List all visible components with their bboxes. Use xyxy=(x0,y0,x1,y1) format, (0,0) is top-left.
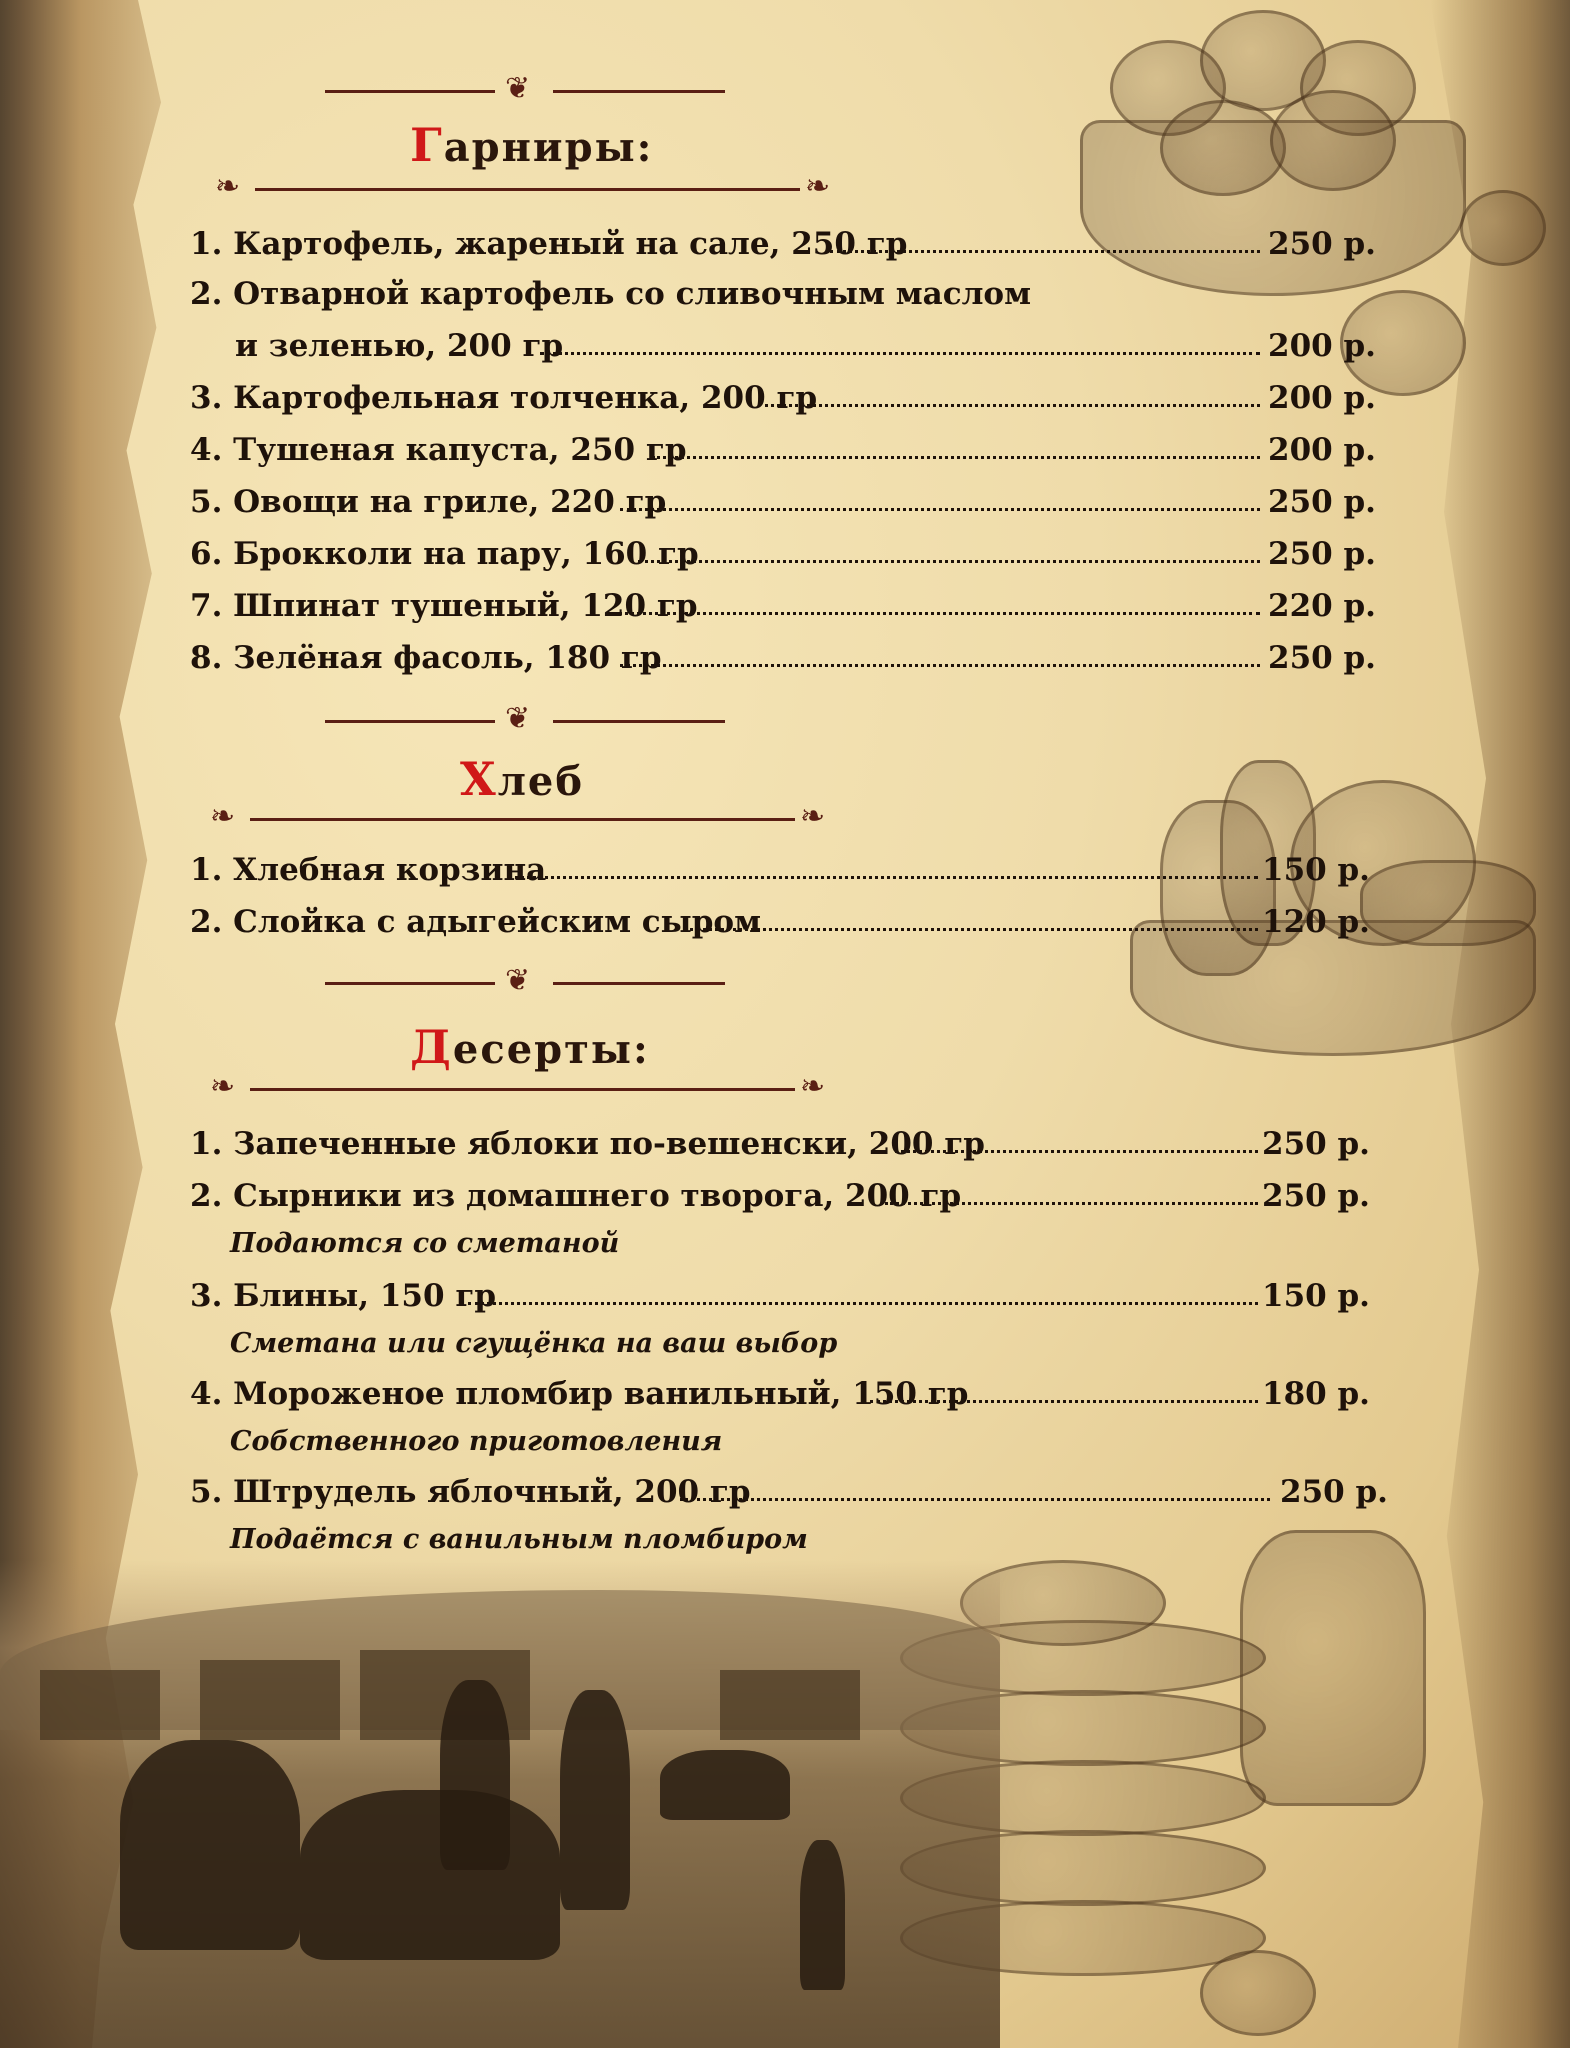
section-title-desserts: Десерты: xyxy=(410,1020,650,1074)
menu-item: 5. Штрудель яблочный, 200 гр 250 р. xyxy=(190,1468,1388,1516)
fleur-ornament-icon: ❧ xyxy=(800,1069,826,1104)
menu-item: 8. Зелёная фасоль, 180 гр 250 р. xyxy=(190,634,1376,682)
menu-item: 2. Отварной картофель со сливочным масло… xyxy=(190,276,1032,312)
fleur-ornament-icon: ❦ xyxy=(505,963,531,998)
menu-item: 2. Сырники из домашнего творога, 200 гр … xyxy=(190,1172,1370,1220)
menu-item: 1. Хлебная корзина 150 р. xyxy=(190,846,1370,894)
menu-item: 3. Картофельная толченка, 200 гр 200 р. xyxy=(190,374,1376,422)
menu-item: 4. Тушеная капуста, 250 гр 200 р. xyxy=(190,426,1376,474)
village-market-photo xyxy=(0,1560,1000,2048)
fleur-ornament-icon: ❦ xyxy=(505,71,531,106)
fleur-ornament-icon: ❧ xyxy=(210,1069,236,1104)
fleur-ornament-icon: ❧ xyxy=(800,799,826,834)
menu-item: и зеленью, 200 гр 200 р. xyxy=(235,322,1376,370)
bread-top-divider: ❦ xyxy=(325,700,725,740)
fleur-ornament-icon: ❧ xyxy=(805,169,831,204)
menu-item: 2. Слойка с адыгейским сыром 120 р. xyxy=(190,898,1370,946)
menu-item: 7. Шпинат тушеный, 120 гр 220 р. xyxy=(190,582,1376,630)
desserts-top-divider: ❦ xyxy=(325,962,725,1002)
menu-item: 4. Мороженое пломбир ванильный, 150 гр 1… xyxy=(190,1370,1370,1418)
top-ornament-divider: ❦ xyxy=(325,70,725,110)
menu-item-note: Собственного приготовления xyxy=(230,1426,723,1457)
fleur-ornament-icon: ❧ xyxy=(210,799,236,834)
section-title-bread: Хлеб xyxy=(460,752,585,806)
menu-item: 6. Брокколи на пару, 160 гр 250 р. xyxy=(190,530,1376,578)
menu-item-note: Подаются со сметаной xyxy=(230,1228,620,1259)
menu-item: 5. Овощи на гриле, 220 гр 250 р. xyxy=(190,478,1376,526)
fleur-ornament-icon: ❦ xyxy=(505,701,531,736)
menu-item: 3. Блины, 150 гр 150 р. xyxy=(190,1272,1370,1320)
garnish-ornament-divider: ❧ ❧ xyxy=(215,168,840,208)
desserts-ornament-divider: ❧ ❧ xyxy=(210,1068,835,1108)
menu-item: 1. Картофель, жареный на сале, 250 гр 25… xyxy=(190,220,1376,268)
menu-item-note: Подаётся с ванильным пломбиром xyxy=(230,1524,808,1555)
menu-item: 1. Запеченные яблоки по-вешенски, 200 гр… xyxy=(190,1120,1370,1168)
fleur-ornament-icon: ❧ xyxy=(215,169,241,204)
section-title-garnish: Гарниры: xyxy=(410,118,654,172)
menu-item-note: Сметана или сгущёнка на ваш выбор xyxy=(230,1328,838,1359)
bread-ornament-divider: ❧ ❧ xyxy=(210,798,835,838)
